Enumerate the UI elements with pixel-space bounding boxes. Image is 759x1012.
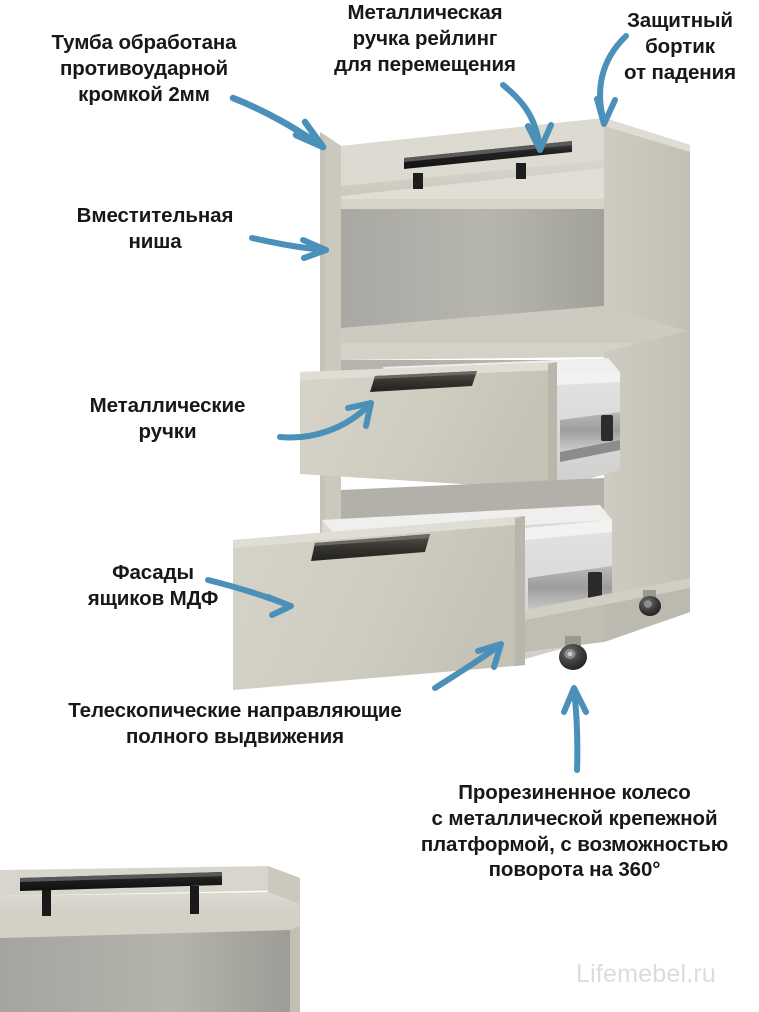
drawer-upper-handle [370, 371, 477, 392]
drawer-upper[interactable] [300, 358, 620, 490]
callout-handles: Металлические ручки [89, 394, 246, 443]
callout-wheel: Прорезиненное колесо с металлической кре… [420, 781, 729, 882]
drawer-lower-handle [311, 534, 430, 561]
guard-panel [341, 118, 604, 196]
caster-wheel-rear [639, 590, 661, 616]
callout-niche: Вместительная ниша [76, 204, 234, 253]
callout-guard: Защитный бортик от падения [624, 9, 736, 84]
callout-rail: Металлическая ручка рейлинг для перемеще… [334, 1, 516, 76]
cabinet-body [233, 118, 690, 690]
callout-slides: Телескопические направляющие полного выд… [68, 699, 402, 748]
watermark: Lifemebel.ru [576, 960, 716, 988]
detail-illustration [0, 852, 325, 1012]
drawer-upper-face [300, 362, 557, 490]
callout-facades: Фасады ящиков МДФ [87, 561, 219, 610]
rail-handle [404, 141, 572, 189]
caster-wheel-front [559, 636, 587, 670]
drawer-lower[interactable] [233, 505, 612, 690]
callout-edge: Тумба обработана противоударной кромкой … [51, 31, 237, 106]
rail-handle-detail-inset [0, 852, 325, 1012]
drawer-lower-face [233, 516, 525, 690]
